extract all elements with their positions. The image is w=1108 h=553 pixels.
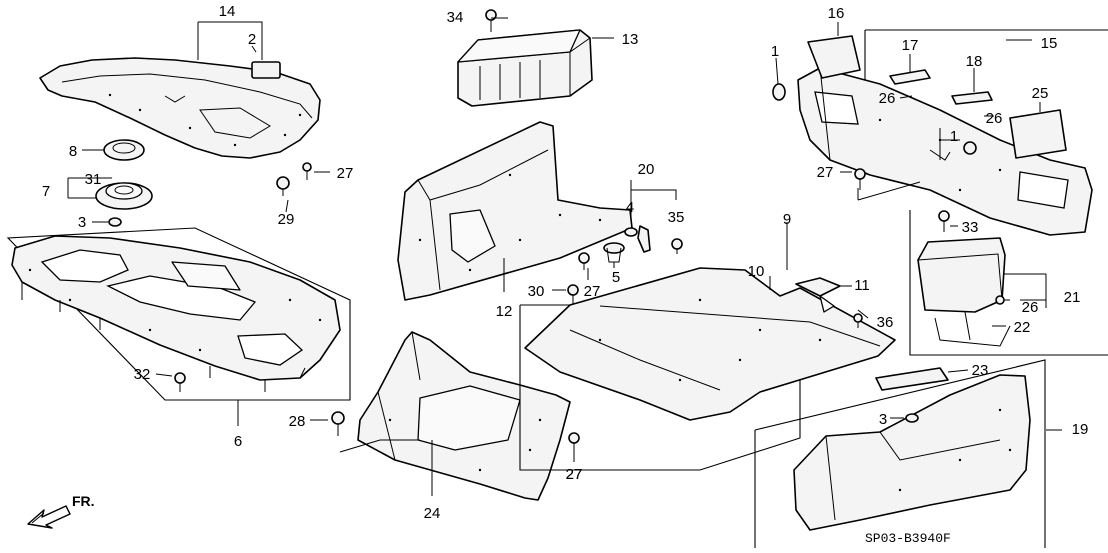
callout-11: 11 <box>854 277 870 294</box>
callout-20: 20 <box>638 161 655 178</box>
callout-29: 29 <box>278 211 295 228</box>
callout-35: 35 <box>668 209 685 226</box>
callout-31: 31 <box>85 171 102 188</box>
callout-30: 30 <box>528 283 545 300</box>
callout-26-b: 26 <box>986 110 1003 127</box>
callout-8: 8 <box>69 143 77 160</box>
push-clip-icon <box>567 284 579 304</box>
callout-14: 14 <box>219 3 236 20</box>
bracket-18 <box>951 91 993 105</box>
grommet-icon <box>603 242 625 263</box>
callout-26-c: 26 <box>1022 299 1039 316</box>
callout-26: 26 <box>879 90 896 107</box>
push-clip-icon <box>331 411 345 436</box>
trunk-front-trim <box>357 331 571 501</box>
callout-5: 5 <box>612 269 620 286</box>
grommet-icon <box>624 225 651 253</box>
grommet-icon <box>963 141 977 155</box>
side-trim-right-frame <box>754 359 1046 548</box>
callout-17: 17 <box>902 37 919 54</box>
callout-10: 10 <box>748 263 765 280</box>
callout-15: 15 <box>1041 35 1058 52</box>
callout-34: 34 <box>447 9 464 26</box>
bracket-17 <box>889 69 931 85</box>
push-clip-icon <box>485 9 497 32</box>
callout-9: 9 <box>783 211 791 228</box>
trunk-side-trim-right <box>793 374 1031 531</box>
callout-24: 24 <box>424 505 441 522</box>
grommet-icon <box>108 217 122 227</box>
callout-25: 25 <box>1032 85 1049 102</box>
callout-3: 3 <box>78 214 86 231</box>
push-clip-icon <box>302 162 312 180</box>
rear-panel-trim-frame <box>864 29 1108 82</box>
callout-2: 2 <box>248 31 256 48</box>
callout-4: 4 <box>626 199 634 216</box>
storage-box <box>457 29 593 107</box>
callout-27: 27 <box>337 165 354 182</box>
callout-27-d: 27 <box>817 164 834 181</box>
callout-27-c: 27 <box>566 466 583 483</box>
callout-36: 36 <box>877 314 894 331</box>
callout-32: 32 <box>134 366 151 383</box>
callout-19: 19 <box>1072 421 1089 438</box>
push-clip-icon <box>568 432 580 452</box>
leader-lines <box>67 17 1062 496</box>
corner-cover-16 <box>807 35 861 79</box>
push-clip-icon <box>854 168 866 190</box>
callout-6: 6 <box>234 433 242 450</box>
push-clip-icon <box>671 238 683 254</box>
vent-cover-23 <box>875 367 949 391</box>
callout-12: 12 <box>496 303 513 320</box>
callout-16: 16 <box>828 5 845 22</box>
callout-13: 13 <box>622 31 639 48</box>
push-clip-icon <box>938 210 950 232</box>
grommet-icon <box>905 413 919 423</box>
bracket-22 <box>934 311 1011 347</box>
corner-cover-25 <box>1009 109 1067 159</box>
push-clip-icon <box>276 176 290 196</box>
storage-pocket-right <box>917 237 1006 313</box>
rear-shelf-panel-upper <box>39 57 321 159</box>
grommet-icon <box>772 83 786 101</box>
front-direction-arrow-icon: FR. <box>27 493 95 529</box>
callout-27-e: 27 <box>566 466 583 483</box>
push-clip-icon <box>995 295 1005 305</box>
speaker-grille <box>103 139 145 161</box>
callout-1: 1 <box>771 43 779 60</box>
rear-tray-frame <box>6 227 351 401</box>
push-clip-icon <box>853 313 863 328</box>
speaker-cover <box>95 182 153 210</box>
callout-23: 23 <box>972 362 989 379</box>
trunk-side-trim-left <box>397 121 633 301</box>
push-clip-icon <box>174 372 186 392</box>
rear-panel-trim <box>797 67 1093 236</box>
callout-3-b: 3 <box>879 411 887 428</box>
callout-27-b: 27 <box>584 283 601 300</box>
callouts: 14 2 8 31 7 3 29 27 6 32 34 13 12 20 4 3… <box>42 3 1089 522</box>
callout-33: 33 <box>962 219 979 236</box>
diagram-code: SP03-B3940F <box>865 531 951 546</box>
push-clip-icon <box>578 252 590 270</box>
callout-28: 28 <box>289 413 306 430</box>
callout-7: 7 <box>42 183 50 200</box>
callout-22: 22 <box>1014 319 1031 336</box>
callout-21: 21 <box>1064 289 1081 306</box>
right-box-frame <box>909 210 1108 356</box>
callout-18: 18 <box>966 53 983 70</box>
rear-tray <box>11 235 341 392</box>
trunk-floor-mat <box>524 267 896 421</box>
direction-label: FR. <box>72 493 95 509</box>
callout-1-b: 1 <box>950 128 958 145</box>
